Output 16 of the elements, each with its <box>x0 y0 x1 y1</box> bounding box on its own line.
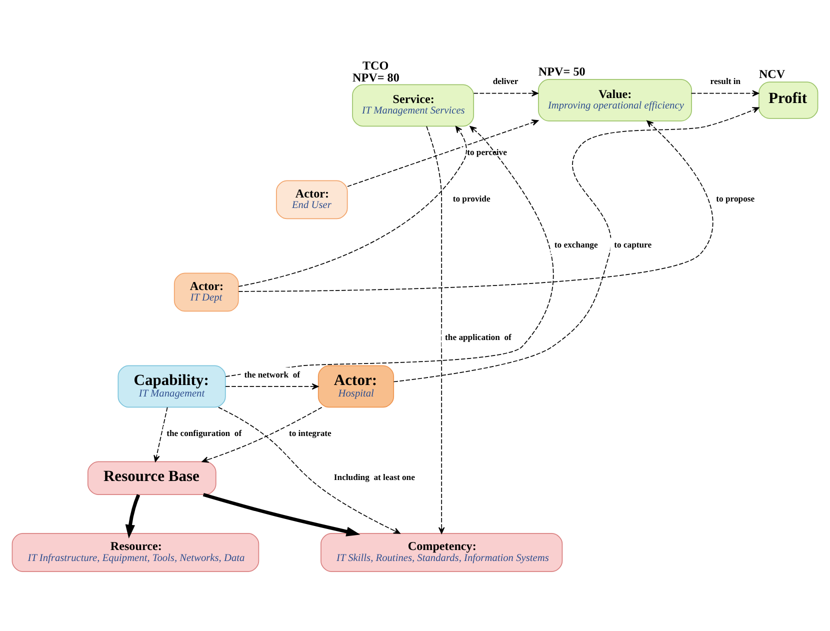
edge-label: the configuration of <box>166 428 242 438</box>
edge-label: to provide <box>452 192 490 203</box>
edge-label: to integrate <box>288 428 332 438</box>
edge-label: to propose <box>716 192 755 203</box>
edge-label: result in <box>710 76 741 86</box>
node-label: NPV= 50 <box>538 64 586 78</box>
node-label: NCV <box>758 66 786 80</box>
edge-label: to capture <box>614 239 652 250</box>
edge-label: to exchange <box>554 239 598 250</box>
node-label: TCO <box>362 58 389 72</box>
edge-label: deliver <box>492 76 518 86</box>
edge-label: the application of <box>445 332 512 342</box>
edge-label: the network of <box>244 368 300 379</box>
edge-label: to perceive <box>467 146 507 157</box>
edge-label: Including at least one <box>334 471 415 482</box>
node-label: NPV= 80 <box>352 70 400 84</box>
